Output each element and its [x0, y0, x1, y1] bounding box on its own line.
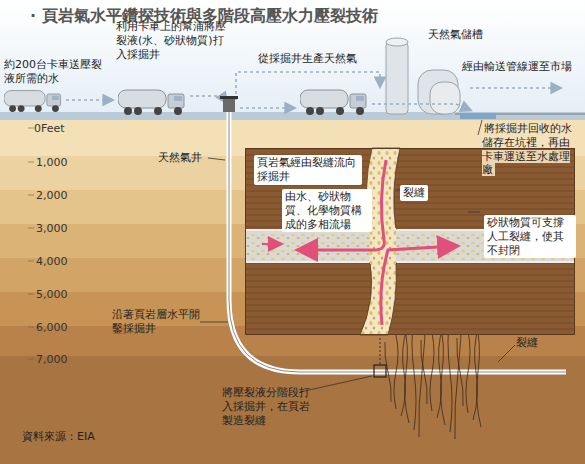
label-text: 利用卡車上的幫浦將壓裂液(水、砂狀物質)打入採掘井	[116, 20, 226, 61]
inset-text: 由水、砂狀物質、化學物質構成的多相流場	[282, 189, 372, 232]
callout-label: 從採掘井生產天然氣	[258, 52, 357, 66]
fracture-line	[421, 340, 427, 404]
callout-label: 天然氣井	[158, 151, 202, 165]
inset-text: 裂縫	[400, 185, 428, 201]
depth-label: 7,000	[36, 353, 68, 367]
label-text: 將壓裂液分階段打入採掘井，在頁岩製造裂縫	[222, 386, 310, 427]
callout-label: 約200台卡車送壓裂液所需的水	[4, 58, 112, 86]
label-text: 0Feet	[34, 122, 65, 135]
label-text: 天然氣井	[158, 151, 202, 164]
fracture-line	[466, 331, 470, 413]
label-text: 沿著頁岩層水平開鑿採掘井	[112, 308, 200, 335]
label-text: 將採掘井回收的水儲存在坑裡，再由卡車運送至水處理廠	[482, 122, 572, 176]
fracture-line	[403, 321, 409, 423]
callout-label: 利用卡車上的幫浦將壓裂液(水、砂狀物質)打入採掘井	[116, 20, 228, 61]
callout-label: 資料來源：EIA	[22, 430, 95, 444]
label-text: 1,000	[36, 156, 68, 169]
fracture-line	[430, 333, 434, 411]
callout-label: 經由輸送管線運至市場	[462, 60, 582, 74]
callout-label: 沿著頁岩層水平開鑿採掘井	[112, 308, 202, 336]
depth-label: 1,000	[36, 156, 68, 170]
callout-label: 天然氣儲槽	[428, 28, 483, 42]
label-text: 資料來源：EIA	[22, 430, 95, 443]
fracture-line	[457, 338, 463, 406]
depth-label: 2,000	[36, 189, 68, 203]
label-text: 裂縫	[516, 336, 538, 349]
label-text: 3,000	[36, 222, 68, 235]
callout-label: 將壓裂液分階段打入採掘井，在頁岩製造裂縫	[222, 386, 320, 427]
label-text: 經由輸送管線運至市場	[462, 60, 572, 73]
label-text: 7,000	[36, 353, 68, 366]
callout-label: 裂縫	[516, 336, 538, 350]
depth-label: 0Feet	[34, 122, 65, 136]
depth-label: 4,000	[36, 255, 68, 269]
label-text: 4,000	[36, 255, 68, 268]
label-text: 約200台卡車送壓裂液所需的水	[4, 58, 102, 85]
label-text: 天然氣儲槽	[428, 28, 483, 41]
depth-label: 6,000	[36, 321, 68, 335]
depth-label: 3,000	[36, 222, 68, 236]
label-text: 5,000	[36, 288, 68, 301]
label-text: 2,000	[36, 189, 68, 202]
fracture-line	[394, 335, 398, 409]
inset-text: 頁岩氣經由裂縫流向採掘井	[254, 155, 362, 185]
label-text: 6,000	[36, 321, 68, 334]
inset-text: 砂狀物質可支撐人工裂縫，使其不封閉	[484, 215, 576, 258]
inset-box: 頁岩氣經由裂縫流向採掘井裂縫 由水、砂狀物質、化學物質構成的多相流場砂狀物質可支撐…	[245, 148, 575, 335]
callout-label: 將採掘井回收的水儲存在坑裡，再由卡車運送至水處理廠	[482, 122, 580, 177]
label-text: 從採掘井生產天然氣	[258, 52, 357, 65]
depth-label: 5,000	[36, 288, 68, 302]
